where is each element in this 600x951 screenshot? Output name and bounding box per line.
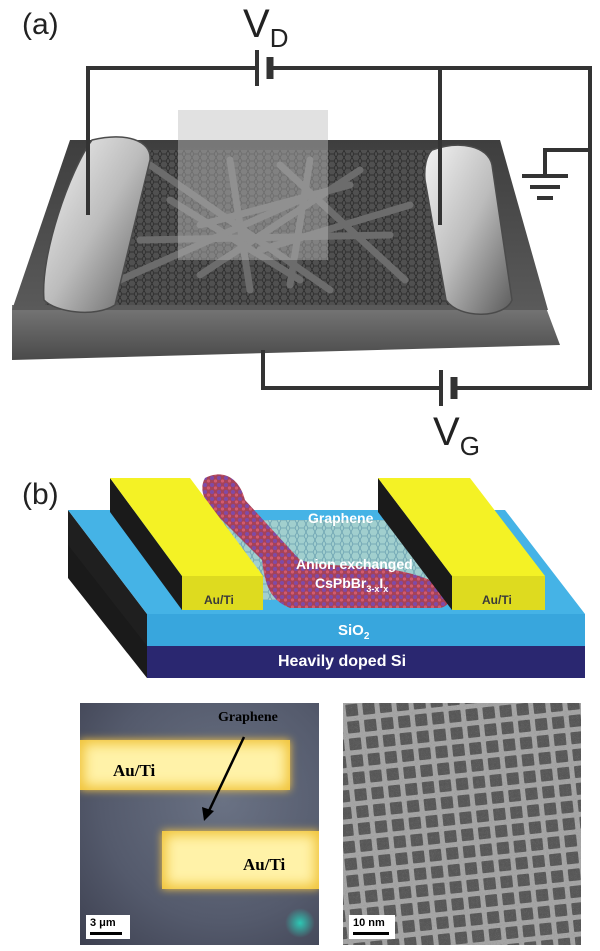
light-beam xyxy=(178,110,328,260)
tem-scale-bar-text: 10 nm xyxy=(353,917,385,929)
optical-scale-bar-line xyxy=(90,932,122,935)
au-ti-top-pad xyxy=(80,740,290,790)
optical-scale-bar: 3 μm xyxy=(86,915,130,939)
tem-micrograph: 10 nm xyxy=(343,703,581,945)
substrate-label: Heavily doped Si xyxy=(278,653,407,670)
nanocube-grid xyxy=(343,703,581,945)
optical-micrograph: Graphene Au/Ti Au/Ti 3 μm xyxy=(80,703,319,945)
optical-au-ti-bottom-label: Au/Ti xyxy=(243,855,286,874)
left-gold-top xyxy=(110,478,263,576)
optical-graphene-label: Graphene xyxy=(218,710,278,725)
au-ti-right-label: Au/Ti xyxy=(482,593,512,607)
si-side xyxy=(68,542,147,678)
au-ti-left-label: Au/Ti xyxy=(204,593,234,607)
right-gold-side xyxy=(378,478,452,610)
device-schematic-a xyxy=(12,50,592,406)
circuit-wires xyxy=(86,66,592,390)
nanowires xyxy=(116,156,414,294)
sio2-label: SiO2 xyxy=(338,622,370,642)
substrate-front xyxy=(12,305,560,360)
right-electrode xyxy=(424,144,513,315)
panel-b-label: (b) xyxy=(22,478,59,511)
perovskite-film xyxy=(202,474,449,608)
si-front xyxy=(147,645,585,678)
device-schematic-b xyxy=(68,474,585,678)
sio2-front xyxy=(147,614,585,646)
graphene-label: Graphene xyxy=(308,510,374,526)
optical-scale-bar-text: 3 μm xyxy=(90,917,116,929)
material-label-line2: CsPbBr3-xIx xyxy=(315,575,389,594)
right-gold-top xyxy=(378,478,545,576)
vd-label: VD xyxy=(243,2,289,53)
optical-au-ti-top-label: Au/Ti xyxy=(113,761,156,780)
left-gold-front xyxy=(182,576,263,610)
teal-spot xyxy=(285,908,315,938)
ground-icon xyxy=(522,174,568,200)
material-label-line1: Anion exchanged xyxy=(296,556,413,572)
panel-a-label: (a) xyxy=(22,8,59,41)
vg-label: VG xyxy=(433,410,480,461)
graphene-arrow-icon xyxy=(202,736,246,821)
au-ti-bottom-pad xyxy=(162,831,319,889)
sio2-side xyxy=(68,510,147,646)
left-gold-side xyxy=(110,478,182,610)
tem-scale-bar-line xyxy=(353,932,389,935)
left-electrode xyxy=(42,136,151,313)
right-gold-front xyxy=(452,576,545,610)
tem-scale-bar: 10 nm xyxy=(349,915,395,939)
